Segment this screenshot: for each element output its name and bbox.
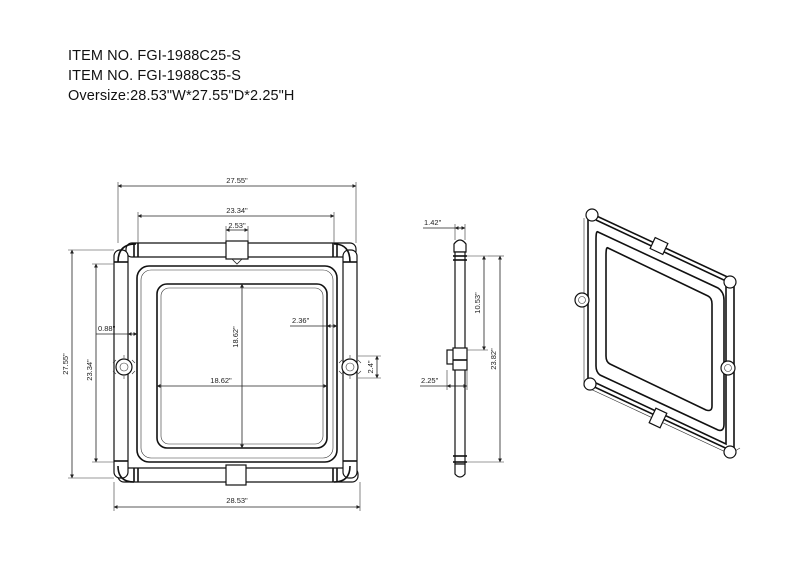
left-knob — [112, 355, 136, 379]
dim-overall-height: 27.55" — [61, 353, 70, 375]
bottom-bracket — [225, 464, 247, 486]
side-top-cap — [453, 239, 467, 253]
perspective-mirror-frame — [595, 230, 725, 432]
perspective-mirror-glass — [605, 246, 713, 412]
mirror-outer-frame — [136, 265, 338, 463]
dim-side-offset: 0.88" — [98, 324, 116, 333]
right-knob — [338, 355, 362, 379]
item-header: ITEM NO. FGI-1988C25-S ITEM NO. FGI-1988… — [68, 46, 294, 106]
dim-side-upper-segment: 10.53" — [473, 292, 482, 314]
top-bracket — [225, 240, 249, 260]
elbow-top-left — [117, 243, 137, 263]
dim-mirror-height: 18.62" — [231, 326, 240, 348]
elbow-bottom-left — [117, 465, 135, 483]
perspective-right-knob — [720, 360, 736, 376]
dim-inner-rail-width: 23.34" — [226, 206, 248, 215]
dim-side-depth-top: 1.42" — [424, 218, 442, 227]
perspective-left-knob — [574, 292, 590, 308]
item-number-1: ITEM NO. FGI-1988C25-S — [68, 48, 242, 64]
dim-inner-height: 23.34" — [85, 359, 94, 381]
dim-side-depth-bottom: 2.25" — [421, 376, 439, 385]
dim-mirror-width: 18.62" — [210, 376, 232, 385]
oversize-dimensions: Oversize:28.53"W*27.55"D*2.25"H — [68, 88, 295, 104]
side-view: 1.42" 10.53" 23.82" 2.25" — [420, 218, 504, 478]
side-bottom-cap — [454, 463, 466, 478]
dim-knob-height: 2.4" — [366, 360, 375, 373]
perspective-view — [574, 208, 741, 459]
dim-side-total-height: 23.82" — [489, 348, 498, 370]
dim-mirror-inset: 2.36" — [292, 316, 310, 325]
dim-overall-width-top: 27.55" — [226, 176, 248, 185]
dim-bracket-width: 2.53" — [228, 221, 246, 230]
dim-overall-width-bottom: 28.53" — [226, 496, 248, 505]
item-number-2: ITEM NO. FGI-1988C35-S — [68, 68, 242, 84]
front-view: 27.55" 23.34" 2.53" 0.88" 2.36" 18.62" 1… — [61, 176, 381, 511]
